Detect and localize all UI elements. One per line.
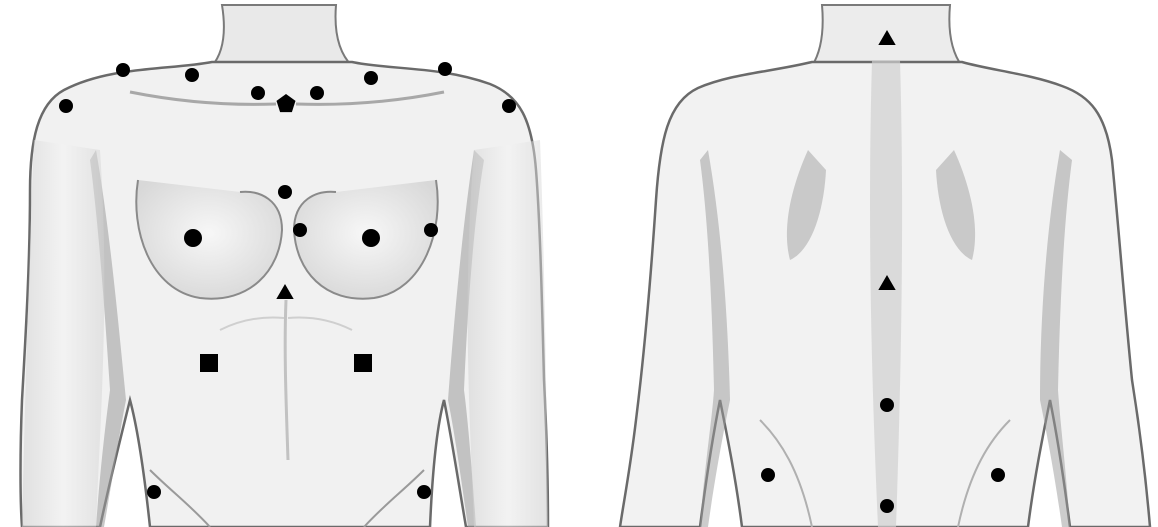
front-circle-marker-8 [502, 99, 516, 113]
front-torso-illustration [21, 5, 549, 527]
front-circle-marker-7 [438, 62, 452, 76]
front-circle-marker-5 [310, 86, 324, 100]
front-circle-marker-3 [59, 99, 73, 113]
front-circle-marker-4 [251, 86, 265, 100]
front-square-marker-16 [200, 354, 218, 372]
front-circle-marker-13 [362, 229, 380, 247]
front-circle-marker-12 [293, 223, 307, 237]
front-square-marker-17 [354, 354, 372, 372]
back-circle-marker-5 [991, 468, 1005, 482]
front-circle-marker-10 [278, 185, 292, 199]
front-circle-marker-6 [364, 71, 378, 85]
front-circle-marker-1 [116, 63, 130, 77]
front-circle-marker-19 [417, 485, 431, 499]
front-neck [212, 5, 352, 66]
back-circle-marker-4 [761, 468, 775, 482]
front-circle-marker-14 [424, 223, 438, 237]
back-circle-marker-3 [880, 398, 894, 412]
back-circle-marker-6 [880, 499, 894, 513]
front-circle-marker-11 [184, 229, 202, 247]
back-torso-illustration [620, 5, 1150, 527]
front-circle-marker-18 [147, 485, 161, 499]
front-circle-marker-2 [185, 68, 199, 82]
